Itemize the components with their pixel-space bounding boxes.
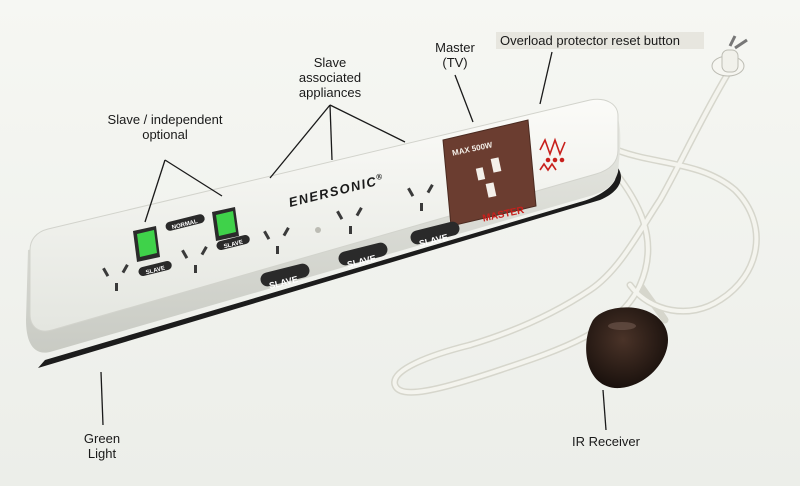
green-switch-1 bbox=[133, 226, 160, 262]
normal-pill bbox=[165, 214, 205, 231]
indicator-dot bbox=[315, 227, 321, 233]
socket-5 bbox=[407, 184, 434, 211]
slave-pill-2 bbox=[338, 242, 388, 266]
ir-receiver-device bbox=[586, 307, 668, 389]
callout-ir-receiver: IR Receiver bbox=[572, 434, 640, 449]
callout-line-master bbox=[454, 74, 474, 123]
strip-base bbox=[38, 168, 621, 368]
plug bbox=[711, 35, 748, 77]
slave-pill-3 bbox=[410, 221, 460, 245]
callout-slave-independent: Slave / independent optional bbox=[107, 112, 223, 142]
socket-4 bbox=[336, 207, 363, 234]
master-socket-panel bbox=[442, 119, 537, 227]
overload-reset-button bbox=[539, 137, 566, 172]
outlet-sockets bbox=[102, 184, 434, 291]
callout-green-light: Green Light bbox=[83, 431, 121, 461]
switch-pill-2 bbox=[216, 234, 250, 251]
green-switch-2 bbox=[212, 207, 239, 241]
callout-master: Master (TV) bbox=[435, 40, 475, 70]
socket-3 bbox=[263, 227, 290, 254]
callout-line-overload bbox=[539, 51, 553, 105]
callout-line-slave-associated-1 bbox=[269, 104, 331, 179]
callout-line-slave-associated-2 bbox=[329, 104, 333, 161]
callout-line-green-light bbox=[100, 371, 104, 426]
socket-1 bbox=[102, 264, 129, 291]
callout-lines bbox=[100, 51, 607, 431]
slave-pill-1 bbox=[260, 263, 310, 287]
switch-label-2: SLAVE bbox=[223, 240, 243, 251]
callout-overload: Overload protector reset button bbox=[496, 32, 704, 49]
socket-2 bbox=[181, 246, 208, 273]
callout-slave-associated: Slave associated appliances bbox=[298, 55, 362, 100]
switch-pill-1 bbox=[138, 260, 172, 277]
callout-line-slave-independent-1 bbox=[144, 159, 166, 223]
callout-line-ir-receiver bbox=[602, 389, 607, 431]
switch-label-1: SLAVE bbox=[145, 266, 165, 277]
callout-line-slave-independent-2 bbox=[164, 159, 223, 197]
callout-line-slave-associated-3 bbox=[329, 104, 406, 143]
